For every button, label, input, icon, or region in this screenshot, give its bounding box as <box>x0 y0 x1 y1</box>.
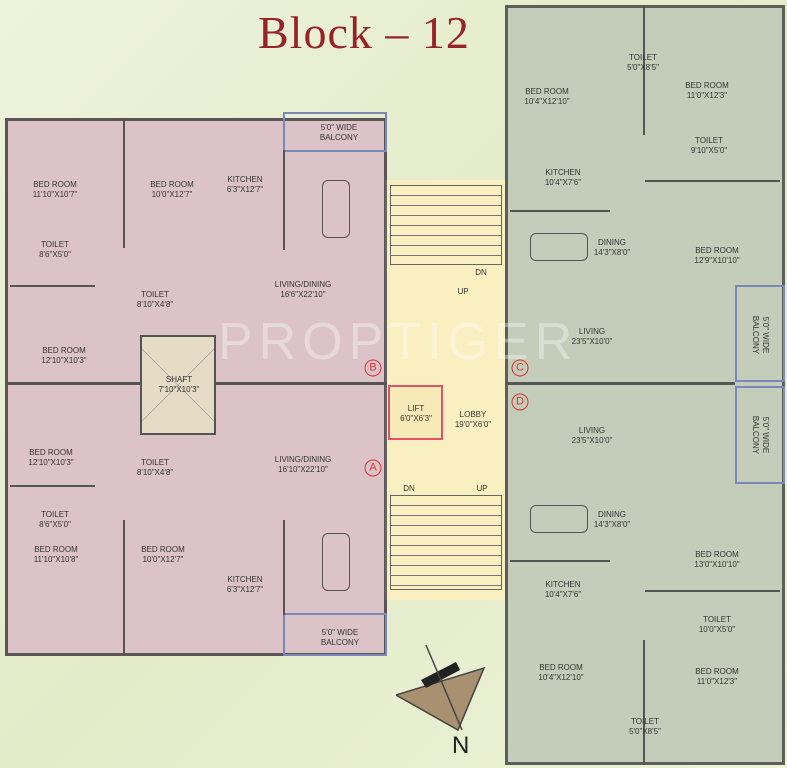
wall <box>643 5 645 135</box>
stairs-bottom <box>390 495 502 590</box>
dining-table <box>530 505 588 533</box>
wall <box>123 520 125 655</box>
stair-dn-label: DN <box>403 484 415 493</box>
marker-d: D <box>511 393 529 411</box>
marker-b: B <box>364 359 382 377</box>
marker-a: A <box>364 459 382 477</box>
right-unit-area <box>505 5 785 765</box>
wall <box>645 180 780 182</box>
wall <box>645 590 780 592</box>
right-bottom-balcony <box>735 386 785 484</box>
lift <box>388 385 443 440</box>
wall <box>283 520 285 615</box>
stair-up-label: UP <box>457 287 469 296</box>
wall <box>510 210 610 212</box>
marker-c: C <box>511 359 529 377</box>
dining-table <box>530 233 588 261</box>
wall <box>505 382 735 385</box>
wall <box>643 640 645 765</box>
left-top-balcony <box>283 112 387 152</box>
stair-dn-label: DN <box>475 268 487 277</box>
stair-up-label: UP <box>476 484 488 493</box>
dining-table <box>322 533 350 591</box>
stairs-top <box>390 185 502 265</box>
wall <box>283 150 285 250</box>
wall <box>10 285 95 287</box>
left-bottom-balcony <box>283 613 387 656</box>
plan-title: Block – 12 <box>258 7 470 58</box>
right-top-balcony <box>735 285 785 382</box>
north-label: N <box>452 732 470 759</box>
dining-table <box>322 180 350 238</box>
wall <box>123 118 125 248</box>
shaft <box>140 335 216 435</box>
wall <box>10 485 95 487</box>
wall <box>510 560 610 562</box>
north-arrow-icon <box>396 644 486 732</box>
